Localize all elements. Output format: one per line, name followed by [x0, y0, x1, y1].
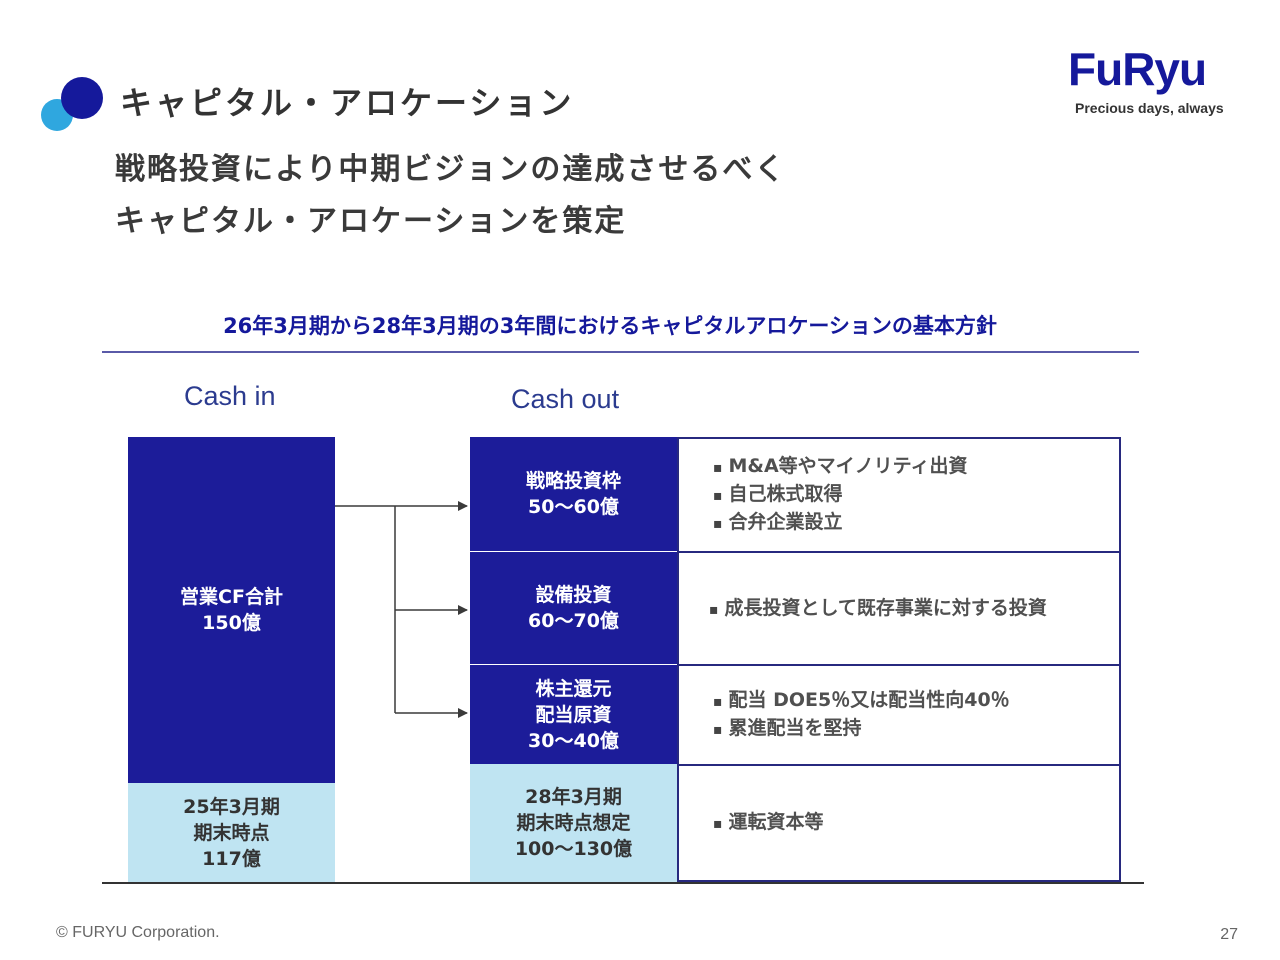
cash-end-desc: 運転資本等: [677, 764, 1121, 882]
cash-start-point: 期末時点: [193, 821, 270, 844]
cash-start-period: 25年3月期: [183, 795, 280, 818]
list-item: 成長投資として既存事業に対する投資: [709, 595, 1119, 623]
cash-start-box: 25年3月期 期末時点 117億: [128, 783, 335, 882]
box-line: 30〜40億: [528, 729, 619, 752]
divider-top: [102, 351, 1139, 353]
lead-text: 戦略投資により中期ビジョンの達成させるべく キャピタル・アロケーションを策定: [115, 144, 786, 248]
strategic-investment-box: 戦略投資枠 50〜60億: [470, 437, 677, 551]
cash-end-box: 28年3月期 期末時点想定 100〜130億: [470, 764, 677, 882]
list-item: 配当 DOE5％又は配当性向40％: [713, 687, 1119, 715]
box-line: 28年3月期: [525, 786, 622, 808]
list-item: 運転資本等: [713, 809, 1119, 837]
divider-bottom: [102, 882, 1144, 884]
copyright: © FURYU Corporation.: [56, 924, 220, 941]
cash-out-label: Cash out: [511, 384, 620, 414]
shareholder-return-box: 株主還元 配当原資 30〜40億: [470, 664, 677, 764]
capex-box: 設備投資 60〜70億: [470, 551, 677, 664]
operating-cf-label: 営業CF合計: [180, 586, 283, 608]
box-line: 配当原資: [535, 703, 612, 726]
operating-cf-amount: 150億: [202, 612, 261, 634]
list-item: M&A等やマイノリティ出資: [713, 453, 1119, 481]
section-heading: 26年3月期から28年3月期の3年間におけるキャピタルアロケーションの基本方針: [223, 314, 997, 338]
lead-line-2: キャピタル・アロケーションを策定: [115, 204, 627, 239]
capex-desc: 成長投資として既存事業に対する投資: [677, 551, 1121, 666]
box-line: 60〜70億: [528, 610, 619, 632]
flow-arrows: [335, 501, 468, 718]
decorative-dark-circle: [61, 77, 103, 119]
box-line: 期末時点想定: [516, 812, 631, 834]
box-line: 50〜60億: [528, 496, 619, 518]
box-line: 100〜130億: [514, 838, 633, 860]
cash-in-label: Cash in: [184, 381, 276, 411]
list-item: 累進配当を堅持: [713, 715, 1119, 743]
shareholder-return-desc: 配当 DOE5％又は配当性向40％ 累進配当を堅持: [677, 664, 1121, 766]
box-line: 戦略投資枠: [525, 470, 621, 492]
box-line: 株主還元: [535, 677, 612, 700]
operating-cf-box: 営業CF合計 150億: [128, 437, 335, 783]
lead-line-1: 戦略投資により中期ビジョンの達成させるべく: [115, 152, 787, 187]
list-item: 自己株式取得: [713, 481, 1119, 509]
cash-start-amount: 117億: [202, 847, 261, 870]
page-number: 27: [1220, 926, 1238, 943]
furyu-logo: FuRyu: [1068, 43, 1207, 95]
logo-tagline: Precious days, always: [1075, 100, 1224, 116]
list-item: 合弁企業設立: [713, 509, 1119, 537]
page-title: キャピタル・アロケーション: [120, 84, 575, 122]
strategic-investment-desc: M&A等やマイノリティ出資 自己株式取得 合弁企業設立: [677, 437, 1121, 553]
box-line: 設備投資: [535, 584, 612, 606]
